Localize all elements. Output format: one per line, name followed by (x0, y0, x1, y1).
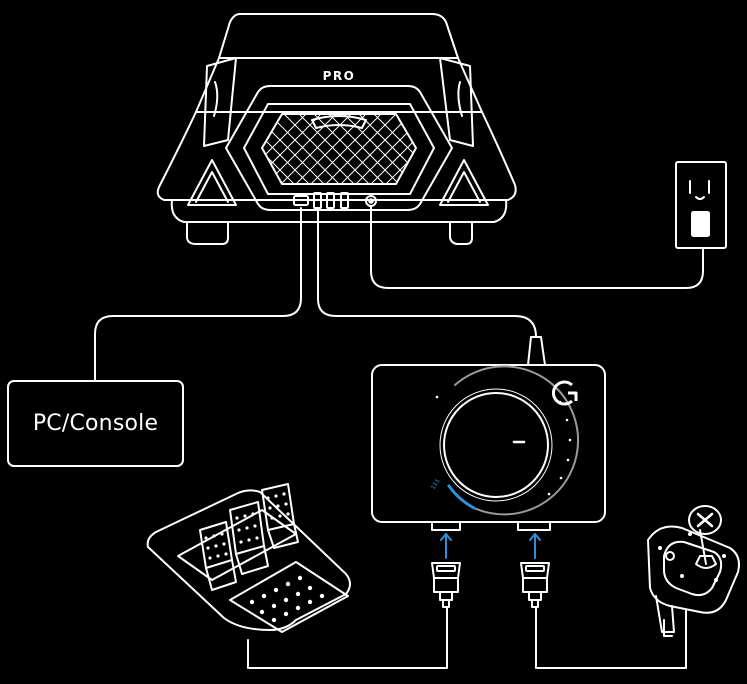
cable-base-to-adapter (317, 207, 537, 338)
cable-base-to-power (370, 205, 704, 289)
plug-icon-shifter (520, 562, 550, 608)
cable-pedals-to-adapter (247, 606, 448, 669)
wheel-base (156, 13, 517, 245)
dial-arc (454, 365, 580, 516)
plug-icon-pedals (431, 562, 461, 608)
shifter (647, 505, 740, 637)
dial-marker-text: 111 (430, 477, 442, 491)
cable-shifter-to-adapter (535, 606, 687, 669)
wall-outlet-icon (675, 161, 727, 249)
pedal-holes (204, 492, 325, 623)
shifter-screws (658, 532, 726, 582)
pc-console-label: PC/Console (32, 411, 159, 436)
arrow-up-icon-left (440, 533, 452, 559)
logitech-g-logo-icon (552, 380, 578, 406)
adapter-hub (371, 336, 606, 531)
wheel-base-grille (262, 114, 416, 184)
dial-accent-arc (447, 484, 476, 510)
pedals (146, 483, 351, 633)
wheel-base-logo: PRO (323, 69, 356, 83)
arrow-up-icon-right (529, 533, 541, 559)
pc-console-box (7, 380, 184, 467)
cable-base-to-pc (94, 207, 302, 382)
